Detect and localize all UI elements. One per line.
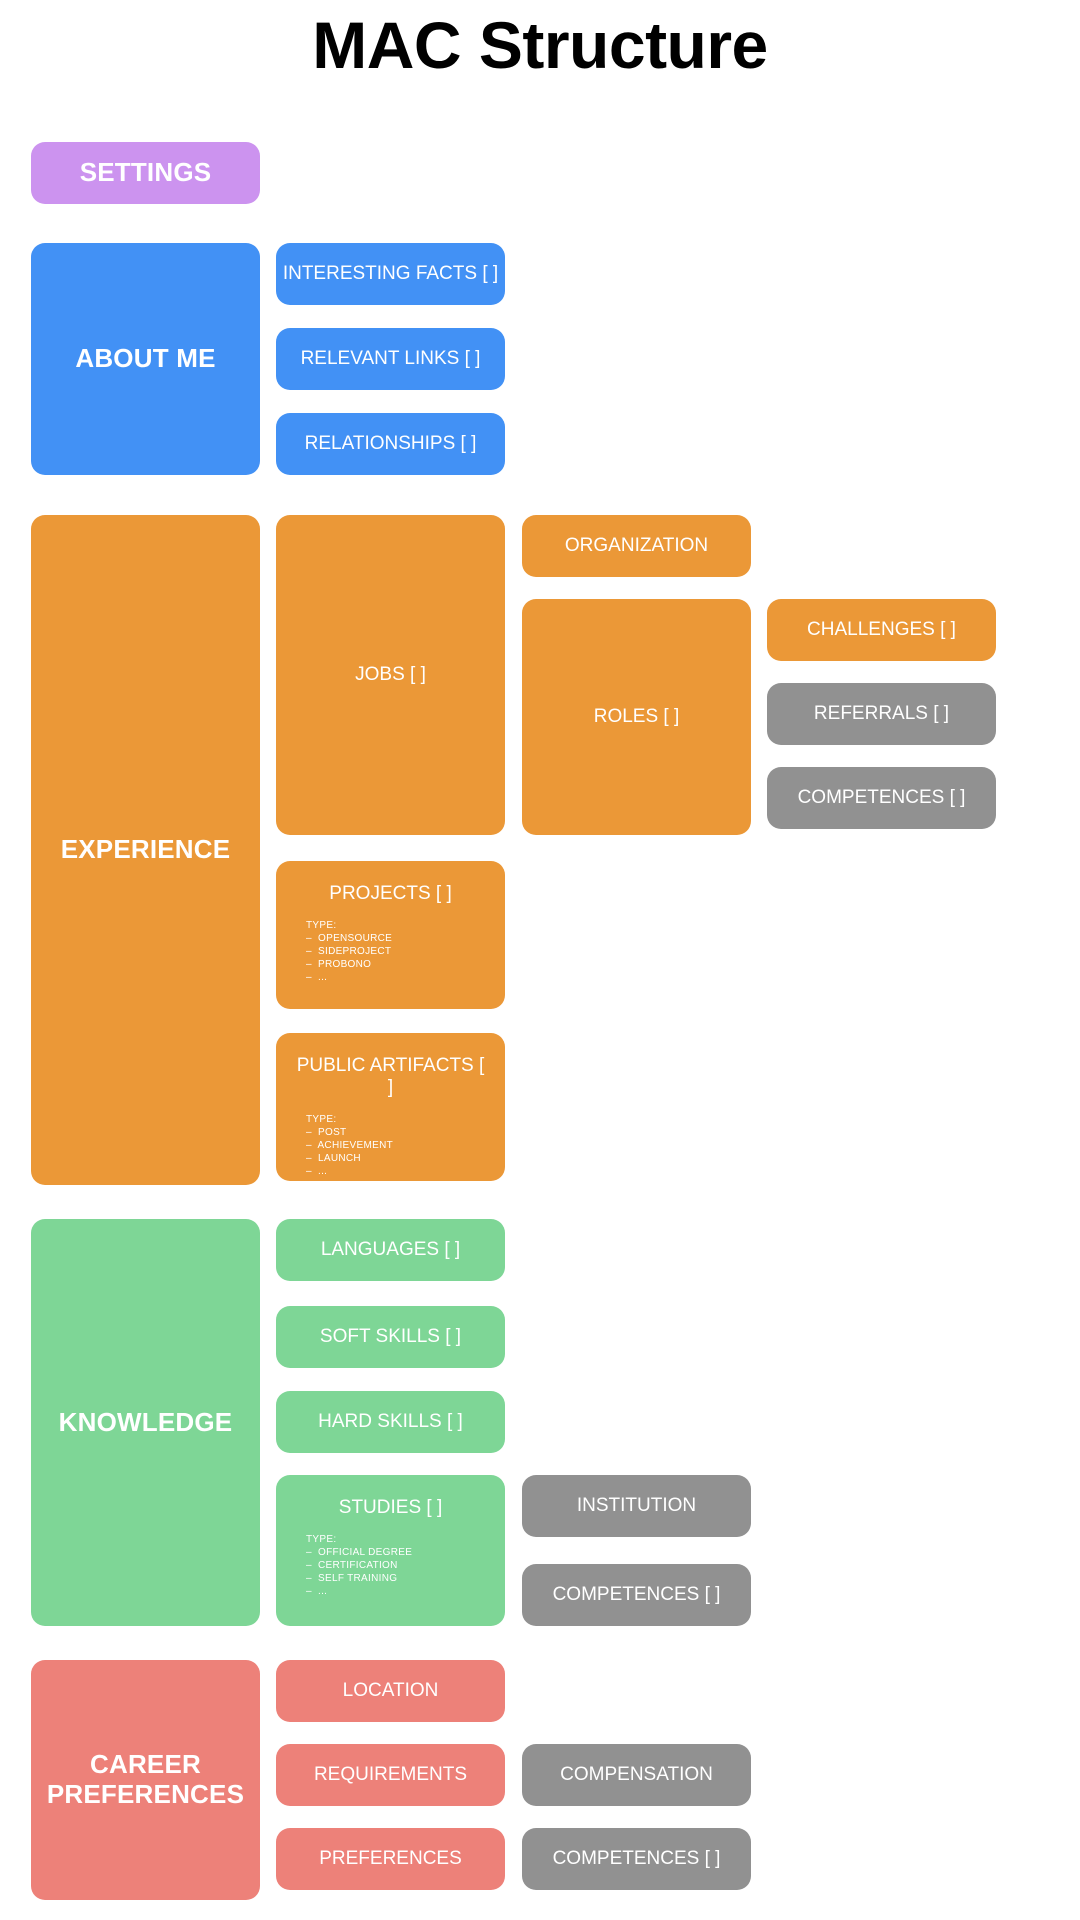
card-compensation[interactable]: COMPENSATION [522, 1744, 751, 1806]
card-referrals-label: REFERRALS [ ] [813, 703, 950, 725]
card-competences-knowledge-label: COMPETENCES [ ] [552, 1584, 721, 1606]
card-challenges[interactable]: CHALLENGES [ ] [767, 599, 996, 661]
card-experience-label: EXPERIENCE [60, 834, 231, 865]
card-organization[interactable]: ORGANIZATION [522, 515, 751, 577]
studies-type-list: TYPE: – OFFICIAL DEGREE – CERTIFICATION … [292, 1533, 489, 1598]
public-artifacts-type-item: – ACHIEVEMENT [306, 1139, 393, 1151]
public-artifacts-type-item: – LAUNCH [306, 1152, 361, 1164]
card-public-artifacts-label: PUBLIC ARTIFACTS [ ] [296, 1055, 485, 1098]
projects-type-heading: TYPE: [306, 919, 337, 931]
card-interesting-facts[interactable]: INTERESTING FACTS [ ] [276, 243, 505, 305]
card-knowledge-label: KNOWLEDGE [58, 1406, 233, 1437]
card-projects-label: PROJECTS [ ] [329, 883, 452, 904]
projects-type-item: – SIDEPROJECT [306, 945, 392, 957]
public-artifacts-type-item: – ... [306, 1165, 328, 1177]
card-roles[interactable]: ROLES [ ] [522, 599, 751, 835]
card-experience[interactable]: EXPERIENCE [31, 515, 260, 1185]
card-compensation-label: COMPENSATION [560, 1764, 713, 1786]
card-institution[interactable]: INSTITUTION [522, 1475, 751, 1537]
projects-type-item: – PROBONO [306, 958, 372, 970]
studies-type-item: – CERTIFICATION [306, 1559, 398, 1571]
card-languages-label: LANGUAGES [ ] [320, 1239, 461, 1261]
card-location-label: LOCATION [342, 1680, 439, 1702]
studies-type-heading: TYPE: [306, 1533, 337, 1545]
card-organization-label: ORGANIZATION [564, 535, 709, 557]
projects-type-item: – ... [306, 971, 328, 983]
public-artifacts-type-heading: TYPE: [306, 1113, 337, 1125]
card-studies-label: STUDIES [ ] [338, 1497, 443, 1518]
card-roles-label: ROLES [ ] [593, 706, 680, 728]
card-jobs[interactable]: JOBS [ ] [276, 515, 505, 835]
card-projects[interactable]: PROJECTS [ ] TYPE: – OPENSOURCE – SIDEPR… [276, 861, 505, 1009]
card-competences-knowledge[interactable]: COMPETENCES [ ] [522, 1564, 751, 1626]
card-preferences-label: PREFERENCES [319, 1848, 462, 1870]
card-hard-skills-label: HARD SKILLS [ ] [318, 1411, 463, 1433]
card-jobs-label: JOBS [ ] [355, 664, 426, 686]
card-challenges-label: CHALLENGES [ ] [807, 619, 956, 641]
card-relationships[interactable]: RELATIONSHIPS [ ] [276, 413, 505, 475]
card-competences-experience[interactable]: COMPETENCES [ ] [767, 767, 996, 829]
card-competences-experience-label: COMPETENCES [ ] [797, 787, 966, 809]
studies-type-item: – ... [306, 1585, 328, 1597]
card-relevant-links[interactable]: RELEVANT LINKS [ ] [276, 328, 505, 390]
card-about-me-label: ABOUT ME [75, 343, 216, 374]
card-institution-label: INSTITUTION [576, 1495, 697, 1517]
card-soft-skills-label: SOFT SKILLS [ ] [319, 1326, 462, 1348]
card-career-preferences-label: CAREER PREFERENCES [46, 1749, 245, 1809]
card-settings-label: SETTINGS [79, 157, 212, 188]
card-relevant-links-label: RELEVANT LINKS [ ] [300, 348, 481, 370]
card-competences-career-label: COMPETENCES [ ] [552, 1848, 721, 1870]
projects-type-list: TYPE: – OPENSOURCE – SIDEPROJECT – PROBO… [292, 919, 489, 984]
card-requirements[interactable]: REQUIREMENTS [276, 1744, 505, 1806]
card-about-me[interactable]: ABOUT ME [31, 243, 260, 475]
card-studies[interactable]: STUDIES [ ] TYPE: – OFFICIAL DEGREE – CE… [276, 1475, 505, 1626]
card-hard-skills[interactable]: HARD SKILLS [ ] [276, 1391, 505, 1453]
public-artifacts-type-item: – POST [306, 1126, 347, 1138]
card-competences-career[interactable]: COMPETENCES [ ] [522, 1828, 751, 1890]
card-public-artifacts[interactable]: PUBLIC ARTIFACTS [ ] TYPE: – POST – ACHI… [276, 1033, 505, 1181]
projects-type-item: – OPENSOURCE [306, 932, 393, 944]
card-location[interactable]: LOCATION [276, 1660, 505, 1722]
card-languages[interactable]: LANGUAGES [ ] [276, 1219, 505, 1281]
card-requirements-label: REQUIREMENTS [313, 1764, 468, 1786]
card-interesting-facts-label: INTERESTING FACTS [ ] [282, 263, 499, 285]
public-artifacts-type-list: TYPE: – POST – ACHIEVEMENT – LAUNCH – ..… [292, 1113, 489, 1178]
card-relationships-label: RELATIONSHIPS [ ] [304, 433, 477, 455]
page-title: MAC Structure [312, 8, 768, 82]
card-soft-skills[interactable]: SOFT SKILLS [ ] [276, 1306, 505, 1368]
studies-type-item: – OFFICIAL DEGREE [306, 1546, 413, 1558]
card-career-preferences[interactable]: CAREER PREFERENCES [31, 1660, 260, 1900]
studies-type-item: – SELF TRAINING [306, 1572, 398, 1584]
card-knowledge[interactable]: KNOWLEDGE [31, 1219, 260, 1626]
card-settings[interactable]: SETTINGS [31, 142, 260, 204]
card-referrals[interactable]: REFERRALS [ ] [767, 683, 996, 745]
card-preferences[interactable]: PREFERENCES [276, 1828, 505, 1890]
